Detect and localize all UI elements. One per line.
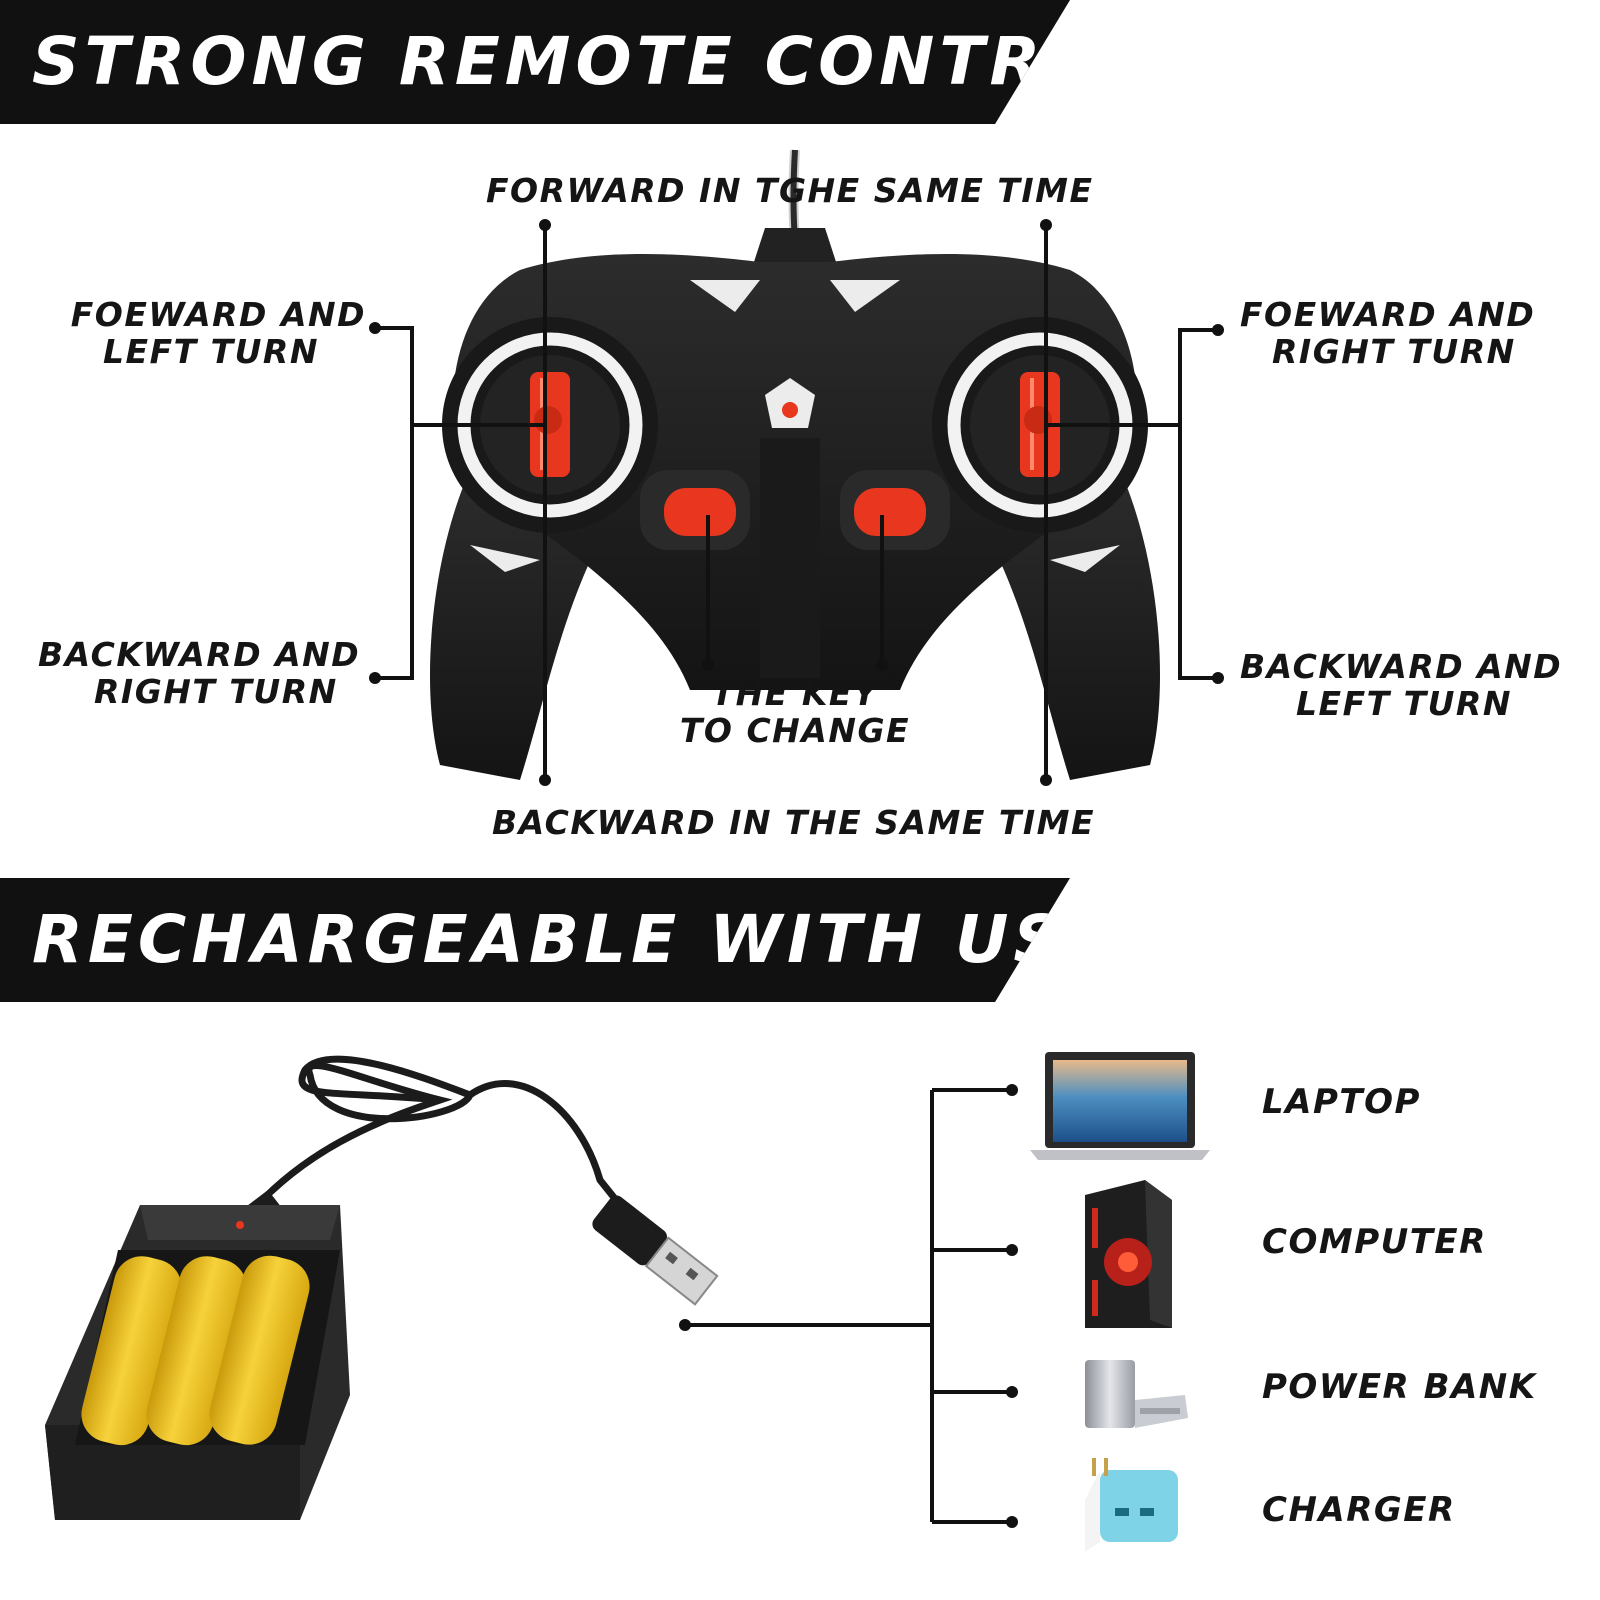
change-keys — [640, 470, 950, 550]
label-backward-right-turn: BACKWARD AND RIGHT TURN — [38, 636, 378, 710]
label-forward-right-line1: FOEWARD AND — [1240, 295, 1536, 334]
device-label-computer: COMPUTER — [1262, 1222, 1487, 1262]
laptop-icon — [1030, 1052, 1210, 1160]
batteries — [81, 1255, 310, 1446]
left-grip — [430, 470, 600, 780]
label-forward-same-time: FORWARD IN TGHE SAME TIME — [486, 171, 1094, 210]
device-label-laptop: LAPTOP — [1262, 1082, 1421, 1122]
label-forward-right-line2: RIGHT TURN — [1272, 332, 1516, 371]
usb-title: RECHARGEABLE WITH USB — [32, 901, 1122, 978]
label-forward-right-turn: FOEWARD AND RIGHT TURN — [1240, 296, 1560, 370]
computer-icon — [1085, 1180, 1172, 1328]
remote-leader-lines — [375, 225, 1218, 780]
device-label-charger: CHARGER — [1262, 1490, 1456, 1530]
right-grip — [990, 470, 1160, 780]
label-forward-left-line1: FOEWARD AND — [70, 295, 366, 334]
label-backward-left-line1: BACKWARD AND — [1240, 647, 1563, 686]
label-backward-left-turn: BACKWARD AND LEFT TURN — [1240, 648, 1580, 722]
power-bank-icon — [1085, 1360, 1188, 1428]
label-forward-left-line2: LEFT TURN — [103, 332, 319, 371]
label-forward-left-turn: FOEWARD AND LEFT TURN — [56, 296, 366, 370]
label-key-to-change: THE KEY TO CHANGE — [660, 675, 930, 749]
led-indicator — [782, 402, 798, 418]
label-backward-same-time: BACKWARD IN THE SAME TIME — [492, 803, 1096, 842]
label-backward-left-line2: LEFT TURN — [1296, 684, 1512, 723]
remote-control-banner: STRONG REMOTE CONTROL — [0, 0, 1070, 124]
usb-plug — [592, 1195, 719, 1306]
device-label-power-bank: POWER BANK — [1262, 1367, 1537, 1407]
right-joystick — [932, 317, 1148, 533]
usb-leader-dots — [679, 1084, 1018, 1528]
remote-controller — [430, 149, 1160, 780]
label-backward-right-line1: BACKWARD AND — [38, 635, 361, 674]
usb-leader-lines — [685, 1088, 1012, 1524]
label-key-line2: TO CHANGE — [679, 711, 911, 750]
remote-control-title: STRONG REMOTE CONTROL — [32, 23, 1154, 100]
label-key-line1: THE KEY — [711, 674, 879, 713]
antenna-mount — [752, 228, 838, 268]
wall-charger-icon — [1085, 1458, 1178, 1552]
left-joystick — [442, 317, 658, 533]
usb-battery-charger — [45, 1055, 719, 1520]
label-backward-right-line2: RIGHT TURN — [94, 672, 338, 711]
remote-leader-dots — [369, 219, 1224, 786]
usb-banner: RECHARGEABLE WITH USB — [0, 878, 1070, 1002]
